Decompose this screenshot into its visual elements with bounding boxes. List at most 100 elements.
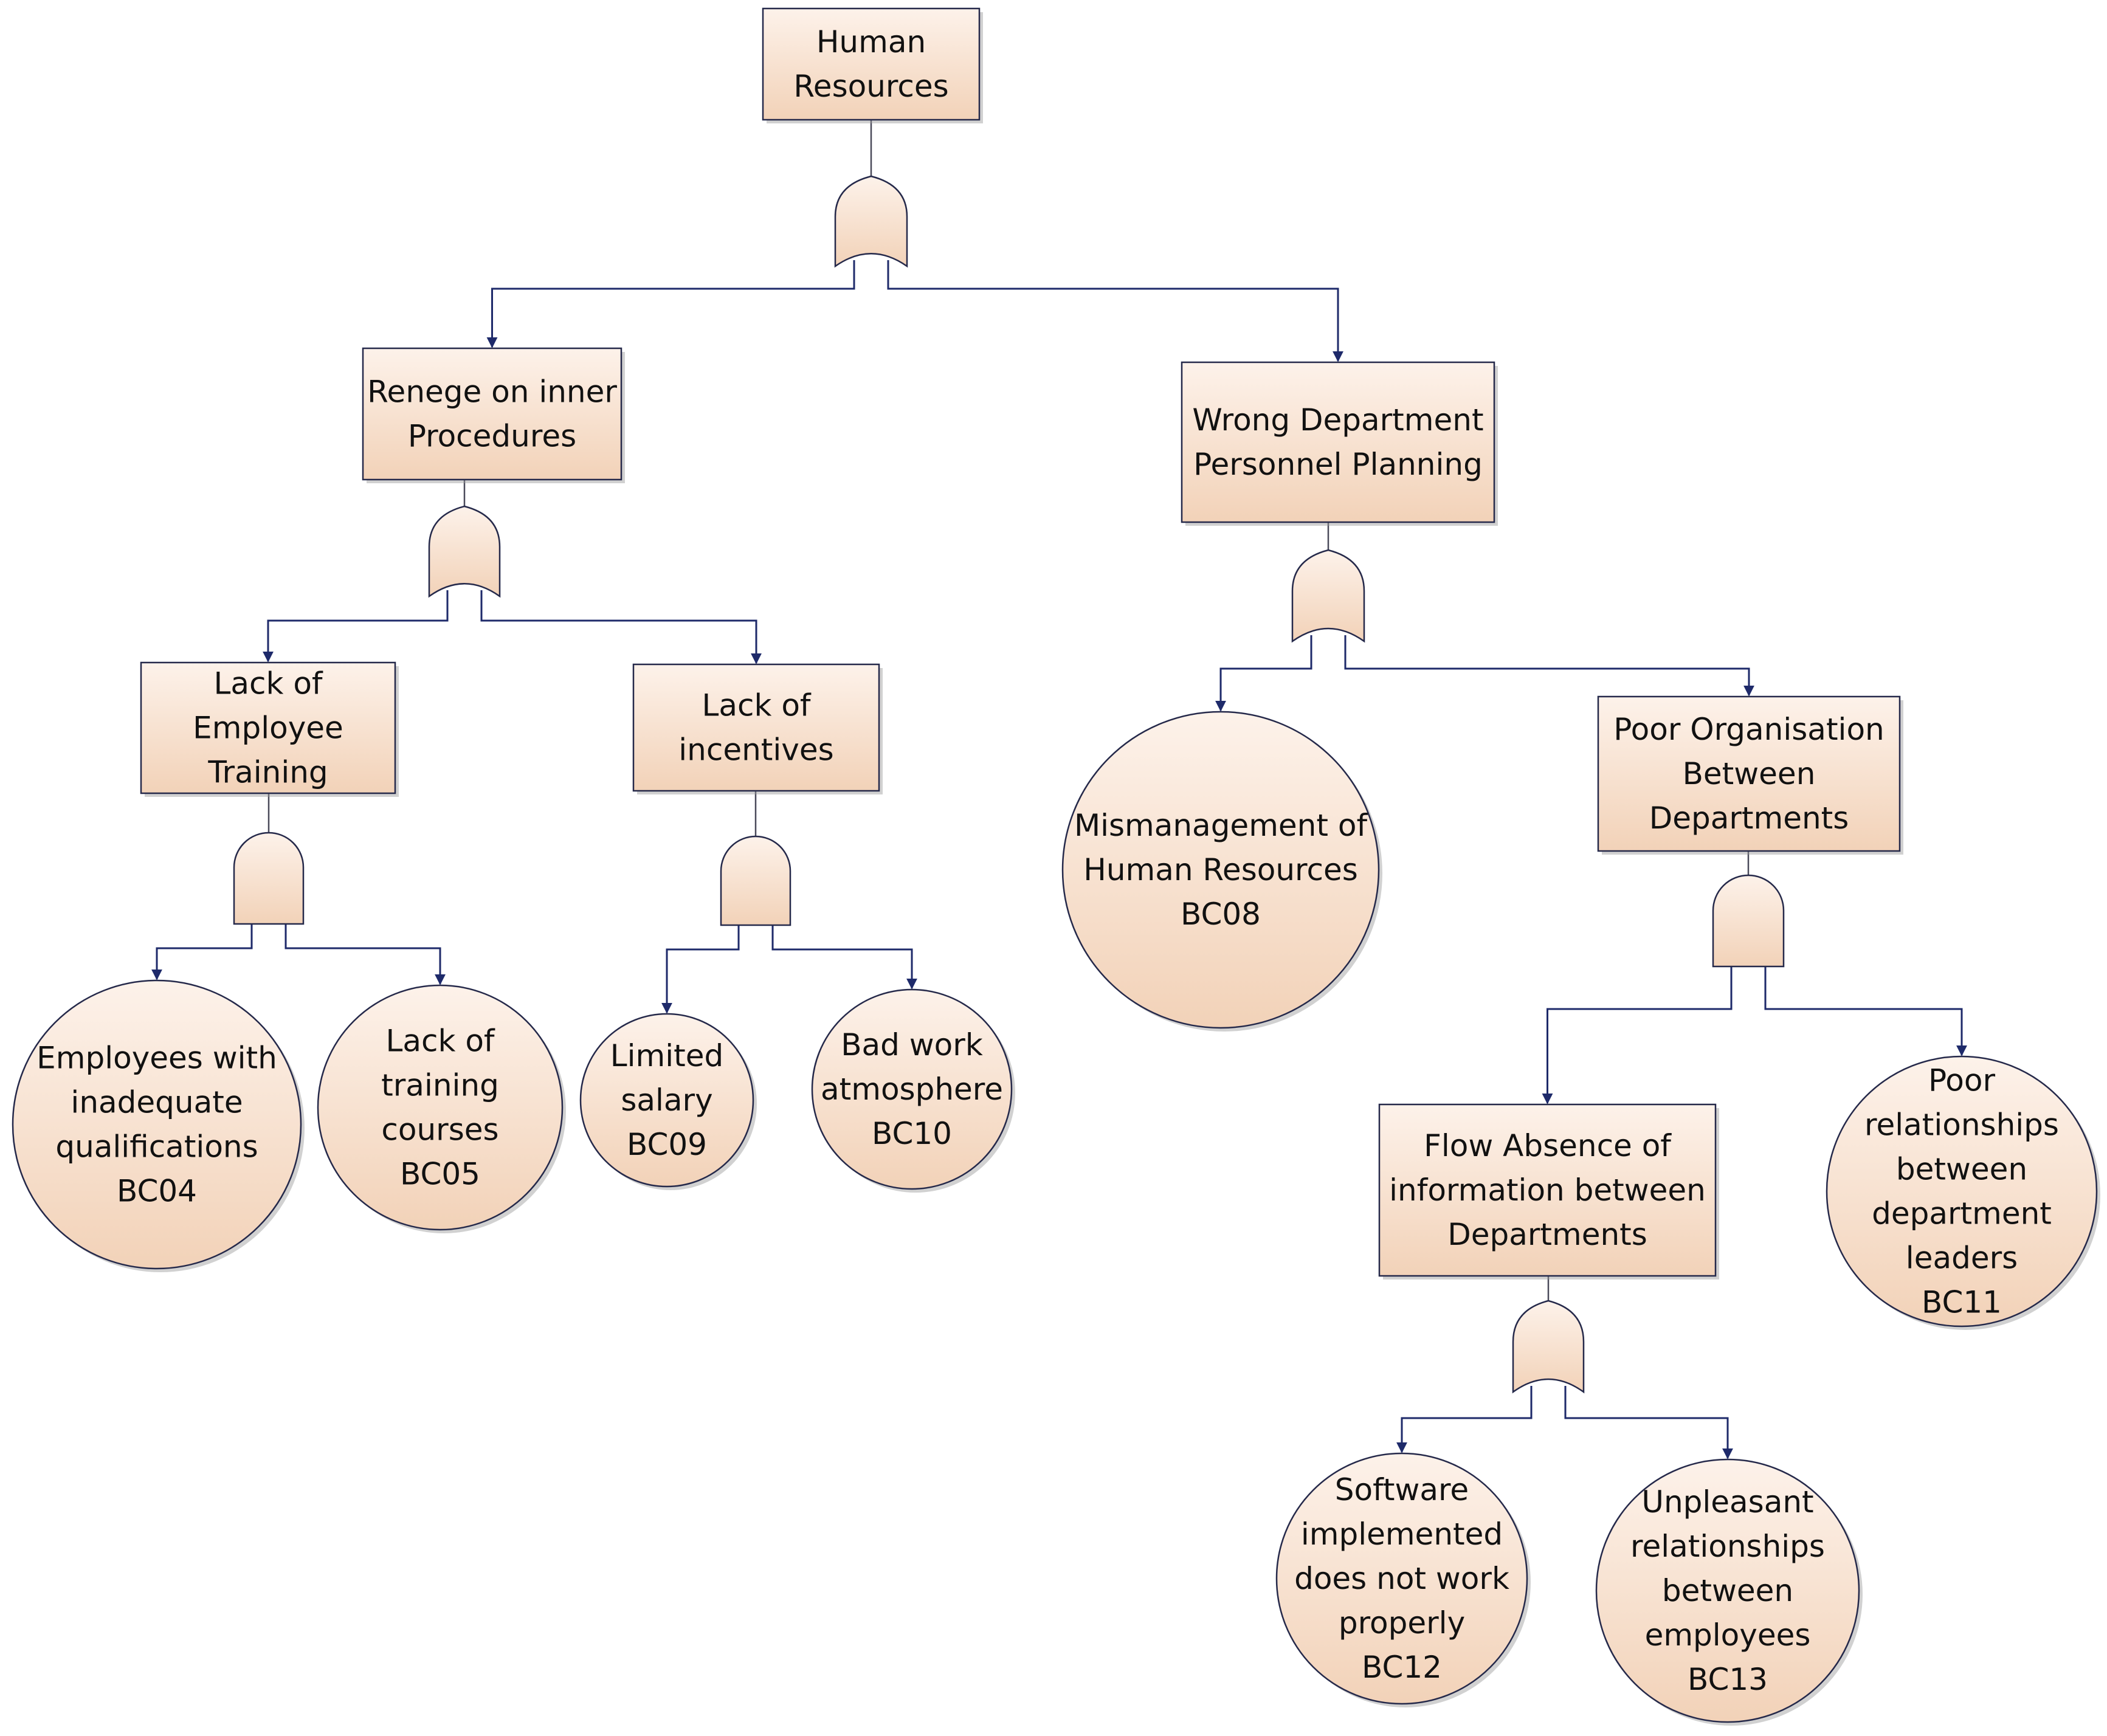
node-label-line: relationships — [1630, 1529, 1825, 1564]
node-label-line: does not work — [1294, 1561, 1509, 1596]
node-label-line: Wrong Department — [1192, 402, 1483, 438]
node-label-line: BC04 — [117, 1174, 197, 1209]
node-label-line: implemented — [1301, 1517, 1503, 1552]
arrow-poor_org-to-flow_absence — [1542, 960, 1733, 1104]
and-gate-training — [233, 832, 305, 925]
basic-event-bc11: Poor relationships between department leader… — [1826, 1055, 2100, 1330]
node-label-line: between — [1662, 1573, 1793, 1608]
node-label-line: between — [1896, 1152, 2027, 1187]
node-label-line: Flow Absence of — [1424, 1128, 1672, 1163]
box-shape — [1181, 361, 1495, 523]
box-shape — [140, 661, 396, 794]
node-label-line: BC12 — [1362, 1650, 1442, 1685]
node-label-line: Poor Organisation — [1613, 712, 1884, 747]
arrow-hr-to-renege — [486, 260, 855, 348]
arrow-poor_org-to-bc11 — [1764, 960, 1967, 1056]
basic-event-bc12: Software implemented does not work properly… — [1275, 1452, 1531, 1707]
arrow-hr-to-wrong_dept — [887, 260, 1343, 362]
circle-shape — [1826, 1055, 2098, 1328]
node-label-line: Human — [816, 24, 926, 60]
node-label-line: Procedures — [408, 419, 576, 454]
circle-shape — [317, 984, 564, 1231]
node-label-line: salary — [621, 1083, 712, 1118]
node-label-line: properly — [1339, 1605, 1465, 1641]
basic-event-bc04: Employees with inadequate qualificationsBC… — [12, 979, 305, 1272]
node-label-line: Unpleasant — [1641, 1484, 1813, 1520]
arrow-renege-to-lack_training — [263, 590, 449, 663]
box-shape — [1597, 695, 1901, 852]
circle-shape — [12, 979, 302, 1270]
node-label-line: Resources — [793, 69, 948, 104]
node-label-line: Between — [1683, 756, 1816, 791]
box-shape — [762, 7, 981, 121]
arrow-renege-to-lack_incentives — [480, 590, 762, 664]
box-shape — [632, 663, 880, 792]
node-label-line: BC10 — [872, 1116, 952, 1151]
node-label-line: inadequate — [71, 1085, 243, 1120]
node-label-line: BC05 — [400, 1157, 480, 1192]
basic-event-bc13: Unpleasant relationships between employeesB… — [1595, 1458, 1863, 1726]
node-label-line: Personnel Planning — [1193, 447, 1483, 482]
node-label-line: BC08 — [1181, 897, 1261, 932]
node-label-line: BC13 — [1688, 1662, 1768, 1697]
node-label-line: Poor — [1928, 1063, 1996, 1098]
or-gate-renege — [428, 505, 501, 598]
node-label-line: Human Resources — [1083, 852, 1358, 887]
node-label-line: Mismanagement of — [1074, 808, 1368, 843]
node-label-line: Bad work — [841, 1027, 983, 1063]
node-label-line: atmosphere — [821, 1072, 1003, 1107]
node-label-line: relationships — [1864, 1107, 2059, 1143]
arrow-training-to-bc05 — [284, 918, 446, 985]
node-label-line: qualifications — [55, 1129, 258, 1165]
node-label-line: Lack of — [213, 666, 323, 701]
event-box-lack-incentives: Lack of incentives — [632, 663, 883, 794]
node-label-line: Limited — [610, 1038, 723, 1073]
arrow-training-to-bc04 — [151, 918, 253, 980]
or-gate-flow — [1512, 1300, 1585, 1394]
node-label-line: Employees with — [36, 1041, 277, 1076]
node-label-line: Software — [1335, 1472, 1469, 1507]
node-label-line: Lack of — [702, 688, 811, 723]
circle-shape — [1595, 1458, 1860, 1723]
node-label-line: courses — [381, 1112, 498, 1148]
node-label-line: BC09 — [627, 1127, 707, 1162]
node-label-line: Employee — [193, 711, 343, 746]
and-gate-poor_org — [1712, 874, 1785, 968]
arrow-incentives-to-bc09 — [661, 919, 740, 1014]
node-label-line: BC11 — [1922, 1285, 2002, 1320]
arrow-flow-to-bc12 — [1396, 1386, 1533, 1453]
node-label-line: Training — [207, 755, 328, 790]
or-gate-hr — [834, 175, 908, 268]
node-label-line: training — [381, 1068, 499, 1103]
node-label-line: leaders — [1906, 1241, 2018, 1276]
node-label-line: department — [1872, 1196, 2052, 1231]
circle-shape — [1061, 711, 1380, 1029]
node-label-line: Renege on inner — [367, 374, 617, 410]
node-label-line: incentives — [678, 732, 833, 768]
circle-shape — [1275, 1452, 1528, 1705]
event-box-flow-absence: Flow Absence of information betweenDepart… — [1378, 1103, 1719, 1280]
node-label-line: Lack of — [385, 1024, 495, 1059]
and-gate-incentives — [720, 835, 791, 926]
box-shape — [1378, 1103, 1717, 1277]
arrow-incentives-to-bc10 — [771, 919, 917, 990]
node-label-line: employees — [1645, 1617, 1811, 1653]
node-label-line: Departments — [1649, 801, 1849, 836]
or-gate-wrong_dept — [1291, 549, 1365, 643]
arrow-flow-to-bc13 — [1564, 1386, 1733, 1459]
node-label-line: information between — [1389, 1173, 1706, 1208]
circle-shape — [579, 1013, 754, 1188]
circle-shape — [811, 988, 1013, 1190]
node-label-line: Departments — [1447, 1217, 1647, 1252]
arrow-wrong_dept-to-poor_org — [1344, 635, 1754, 697]
